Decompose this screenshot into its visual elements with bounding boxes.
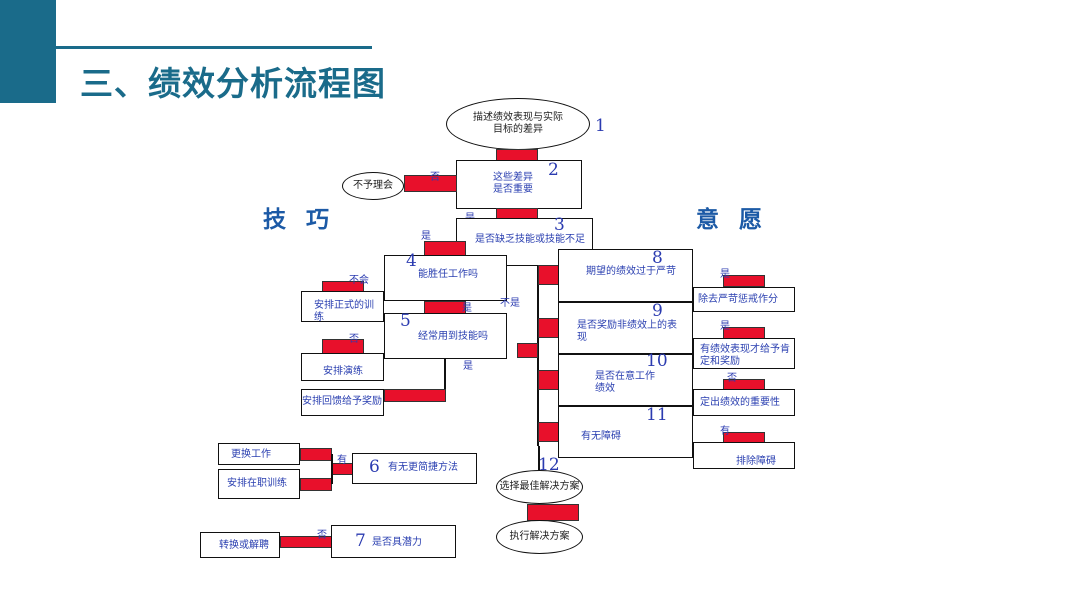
skill-label: 技 巧 xyxy=(263,207,336,233)
step-10-number: 10 xyxy=(646,351,668,371)
branch-no-label: 否 xyxy=(317,530,327,541)
step-2-text: 这些差异是否重要 xyxy=(493,172,533,195)
step-2-box: 这些差异是否重要 xyxy=(456,160,582,209)
connector-line xyxy=(331,454,333,484)
red-connector xyxy=(384,389,446,402)
step-6-number: 6 xyxy=(369,457,380,477)
feedback-box: 安排回馈给予奖励 xyxy=(301,389,384,416)
on-job-training-text: 安排在职训练 xyxy=(227,478,287,489)
step-11-box: 有无障碍 xyxy=(558,406,693,458)
red-connector xyxy=(300,478,332,491)
branch-yes-label: 是 xyxy=(421,231,431,242)
remove-obstacles-box: 排除障碍 xyxy=(693,442,795,469)
step-8-number: 8 xyxy=(652,248,663,268)
step-3-text: 是否缺乏技能或技能不足 xyxy=(475,234,585,245)
branch-cannot-label: 不会 xyxy=(349,275,369,286)
red-connector xyxy=(538,265,559,285)
formal-training-text: 安排正式的训练 xyxy=(314,300,374,323)
reward-performance-box: 有绩效表现才给予肯定和奖励 xyxy=(693,338,795,369)
transfer-box: 转换或解聘 xyxy=(200,532,280,558)
step-7-text: 是否具潜力 xyxy=(372,537,422,548)
branch-no-label: 否 xyxy=(430,172,440,183)
remove-obstacles-text: 排除障碍 xyxy=(736,456,776,467)
page-title: 三、绩效分析流程图 xyxy=(80,64,386,103)
willingness-label: 意 愿 xyxy=(696,207,769,233)
remove-harsh-text: 除去严苛惩戒作分 xyxy=(698,294,778,305)
branch-have-label: 有 xyxy=(337,455,347,466)
connector-line xyxy=(538,446,540,470)
branch-no-label: 否 xyxy=(727,373,737,384)
step-1-number: 1 xyxy=(595,116,606,136)
red-connector xyxy=(527,504,579,521)
step-8-box: 期望的绩效过于严苛 xyxy=(558,249,693,302)
step-6-box: 有无更简捷方法 xyxy=(352,453,477,484)
step-9-box: 是否奖励非绩效上的表现 xyxy=(558,302,693,354)
importance-text: 定出绩效的重要性 xyxy=(700,397,780,408)
importance-box: 定出绩效的重要性 xyxy=(693,389,795,416)
feedback-text: 安排回馈给予奖励 xyxy=(302,396,382,407)
step-9-number: 9 xyxy=(652,301,663,321)
execute-text: 执行解决方案 xyxy=(509,531,570,542)
branch-yes-label: 是 xyxy=(720,269,730,280)
transfer-text: 转换或解聘 xyxy=(219,540,269,551)
remove-harsh-box: 除去严苛惩戒作分 xyxy=(693,287,795,312)
step-5-box: 经常用到技能吗 xyxy=(384,313,507,359)
red-connector xyxy=(300,448,332,461)
step-1-text: 描述绩效表现与实际目标的差异 xyxy=(473,112,563,135)
step-1-ellipse: 描述绩效表现与实际目标的差异 xyxy=(446,98,590,150)
execute-ellipse: 执行解决方案 xyxy=(496,520,583,554)
step-10-text: 是否在意工作绩效 xyxy=(595,371,655,394)
reward-performance-text: 有绩效表现才给予肯定和奖励 xyxy=(700,344,790,367)
step-4-box: 能胜任工作吗 xyxy=(384,255,507,301)
title-rule xyxy=(56,46,372,49)
red-connector xyxy=(538,318,559,338)
step-12-ellipse: 选择最佳解决方案 xyxy=(496,470,583,504)
branch-yes-label: 是 xyxy=(720,321,730,332)
on-job-training-box: 安排在职训练 xyxy=(218,469,300,499)
step-5-number: 5 xyxy=(400,311,411,331)
step-5-text: 经常用到技能吗 xyxy=(418,331,488,342)
step-7-box: 是否具潜力 xyxy=(331,525,456,558)
branch-have-label: 有 xyxy=(720,426,730,437)
formal-training-box: 安排正式的训练 xyxy=(301,291,384,323)
red-connector xyxy=(538,422,559,442)
step-3-number: 3 xyxy=(554,215,565,235)
red-connector xyxy=(723,275,765,287)
practice-text: 安排演练 xyxy=(323,366,363,377)
branch-yes-label: 是 xyxy=(462,303,472,314)
step-2-number: 2 xyxy=(548,160,559,180)
change-job-box: 更换工作 xyxy=(218,443,300,465)
red-connector xyxy=(538,370,559,390)
step-6-text: 有无更简捷方法 xyxy=(388,462,458,473)
ignore-text: 不予理会 xyxy=(353,180,393,191)
ignore-ellipse: 不予理会 xyxy=(342,172,404,200)
branch-yes-label: 是 xyxy=(463,361,473,372)
red-connector xyxy=(517,343,538,358)
header-accent-block xyxy=(0,0,56,103)
step-8-text: 期望的绩效过于严苛 xyxy=(586,266,676,277)
branch-not-yes-label: 不是 xyxy=(500,298,520,309)
step-10-box: 是否在意工作绩效 xyxy=(558,354,693,406)
practice-box: 安排演练 xyxy=(301,353,384,381)
step-7-number: 7 xyxy=(355,531,366,551)
step-11-number: 11 xyxy=(646,405,668,425)
step-11-text: 有无障碍 xyxy=(581,431,621,442)
change-job-text: 更换工作 xyxy=(231,449,271,460)
connector-line xyxy=(444,358,446,394)
branch-no-label: 否 xyxy=(349,334,359,345)
step-4-number: 4 xyxy=(406,251,417,271)
red-connector xyxy=(404,175,457,192)
step-4-text: 能胜任工作吗 xyxy=(418,269,478,280)
step-9-text: 是否奖励非绩效上的表现 xyxy=(577,320,677,343)
step-12-text: 选择最佳解决方案 xyxy=(499,481,580,492)
